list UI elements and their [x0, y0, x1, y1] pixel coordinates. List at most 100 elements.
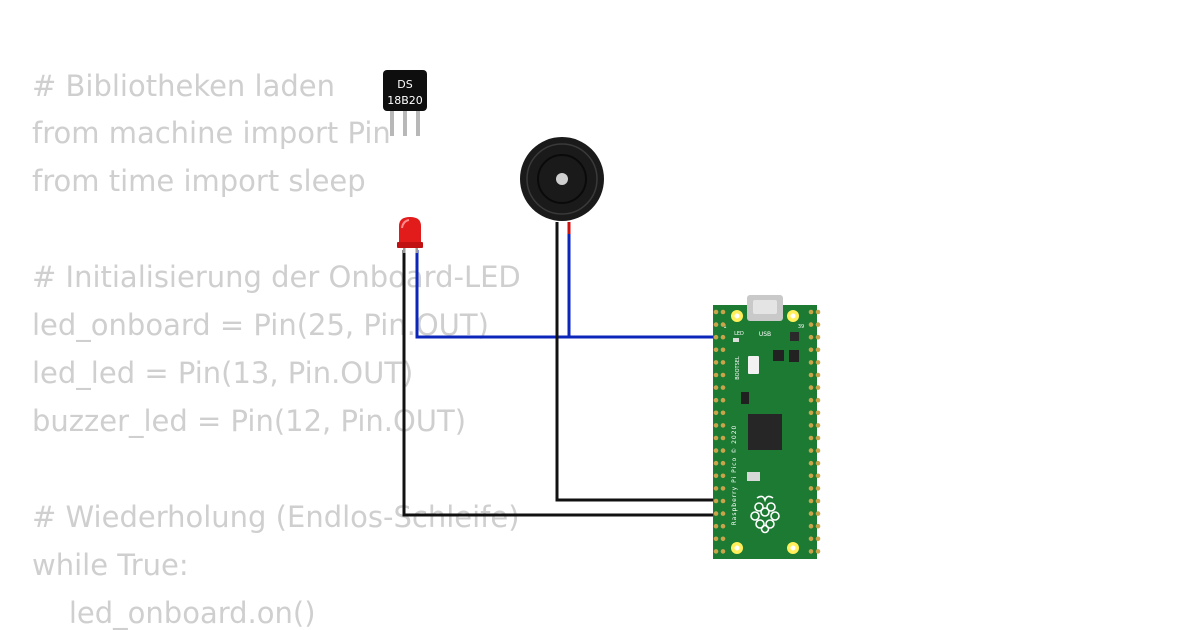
ds18b20-sensor[interactable]: DS 18B20: [383, 70, 427, 136]
pin-pad[interactable]: [713, 309, 719, 315]
usb-port-inner: [753, 300, 777, 314]
bootsel-button[interactable]: [748, 356, 759, 374]
pin-pad[interactable]: [720, 549, 726, 554]
pin-pad[interactable]: [713, 322, 719, 327]
pin-pad[interactable]: [713, 549, 719, 554]
pin-pad[interactable]: [720, 473, 726, 479]
pin-pad[interactable]: [720, 423, 726, 428]
pin-pad[interactable]: [808, 372, 814, 378]
pin-pad[interactable]: [815, 423, 821, 428]
pin-pad[interactable]: [815, 334, 821, 340]
pin-pad[interactable]: [815, 435, 821, 441]
pin-pad[interactable]: [713, 423, 719, 428]
sensor-leg: [403, 108, 407, 136]
pin-pad[interactable]: [713, 360, 719, 365]
pin-pad[interactable]: [815, 549, 821, 554]
pin-pad[interactable]: [720, 448, 726, 453]
pin-pad[interactable]: [713, 397, 719, 403]
pin-pad[interactable]: [808, 536, 814, 542]
pin-pad[interactable]: [808, 460, 814, 466]
pin-pad[interactable]: [808, 410, 814, 416]
buzzer-center: [556, 173, 568, 185]
pin-pad[interactable]: [720, 435, 726, 441]
red-led[interactable]: [397, 217, 423, 253]
pin-pad[interactable]: [713, 410, 719, 416]
pin-pad[interactable]: [713, 347, 719, 353]
pin-pad[interactable]: [815, 448, 821, 453]
pin-pad[interactable]: [808, 486, 814, 491]
pin-pad[interactable]: [808, 549, 814, 554]
smd-component: [790, 332, 799, 341]
pin-pad[interactable]: [815, 372, 821, 378]
pin-pad[interactable]: [815, 322, 821, 327]
pin-pad[interactable]: [713, 511, 719, 516]
pin-pad[interactable]: [815, 397, 821, 403]
code-line: from time import sleep: [32, 164, 366, 198]
pin-pad[interactable]: [815, 523, 821, 529]
pin-pad[interactable]: [720, 460, 726, 466]
pin-pad[interactable]: [808, 448, 814, 453]
pin-pad[interactable]: [720, 334, 726, 340]
pin-pad[interactable]: [720, 511, 726, 516]
pin-pad[interactable]: [808, 360, 814, 365]
pin-pad[interactable]: [808, 334, 814, 340]
pin-pad[interactable]: [808, 435, 814, 441]
wire-led-signal[interactable]: [415, 250, 722, 339]
pin-pad[interactable]: [808, 397, 814, 403]
pin-pad[interactable]: [808, 347, 814, 353]
pin-pad[interactable]: [808, 473, 814, 479]
pin-pad[interactable]: [713, 334, 719, 340]
pin-pad[interactable]: [815, 498, 821, 504]
pin-pad[interactable]: [713, 498, 719, 504]
code-line: # Initialisierung der Onboard-LED: [32, 260, 521, 294]
pin-pad[interactable]: [808, 322, 814, 327]
pin-pad[interactable]: [713, 460, 719, 466]
pin-pad[interactable]: [713, 473, 719, 479]
pin-pad[interactable]: [720, 498, 726, 504]
pin-pad[interactable]: [720, 385, 726, 390]
pin-pad[interactable]: [713, 372, 719, 378]
pin-pad[interactable]: [720, 486, 726, 491]
pin-pad[interactable]: [720, 309, 726, 315]
pin-pad[interactable]: [808, 498, 814, 504]
pin-number-1: 1: [723, 324, 726, 330]
pin-pad[interactable]: [713, 448, 719, 453]
pin-pad[interactable]: [720, 410, 726, 416]
mounting-hole: [734, 313, 740, 319]
pin-pad[interactable]: [808, 423, 814, 428]
pin-pad[interactable]: [808, 309, 814, 315]
pin-pad[interactable]: [720, 322, 726, 327]
pin-pad[interactable]: [815, 347, 821, 353]
pin-pad[interactable]: [815, 385, 821, 390]
code-line: led_onboard = Pin(25, Pin.OUT): [32, 308, 489, 342]
pin-pad[interactable]: [720, 372, 726, 378]
raspberry-pi-pico[interactable]: USB 1 39 LED BOOTSEL Raspberry Pi Pico ©…: [713, 295, 821, 559]
sensor-leg: [416, 108, 420, 136]
buzzer[interactable]: [520, 137, 604, 221]
pin-pad[interactable]: [808, 385, 814, 390]
pin-pad[interactable]: [720, 347, 726, 353]
sensor-leg: [390, 108, 394, 136]
pin-pad[interactable]: [808, 523, 814, 529]
pin-pad[interactable]: [720, 536, 726, 542]
pin-pad[interactable]: [815, 536, 821, 542]
pin-pad[interactable]: [713, 435, 719, 441]
pin-pad[interactable]: [815, 473, 821, 479]
pin-pad[interactable]: [815, 410, 821, 416]
pin-pad[interactable]: [713, 536, 719, 542]
pin-pad[interactable]: [720, 360, 726, 365]
pin-pad[interactable]: [815, 486, 821, 491]
pin-pad[interactable]: [808, 511, 814, 516]
pin-pad[interactable]: [713, 523, 719, 529]
pin-pad[interactable]: [720, 523, 726, 529]
pin-pad[interactable]: [720, 397, 726, 403]
pin-pad[interactable]: [815, 360, 821, 365]
pin-pad[interactable]: [713, 486, 719, 491]
smd-component: [789, 350, 799, 362]
wire-led-gnd[interactable]: [402, 250, 722, 517]
pin-pad[interactable]: [713, 385, 719, 390]
wire-buzzer-gnd[interactable]: [555, 222, 722, 502]
pin-pad[interactable]: [815, 511, 821, 516]
pin-pad[interactable]: [815, 460, 821, 466]
pin-pad[interactable]: [815, 309, 821, 315]
